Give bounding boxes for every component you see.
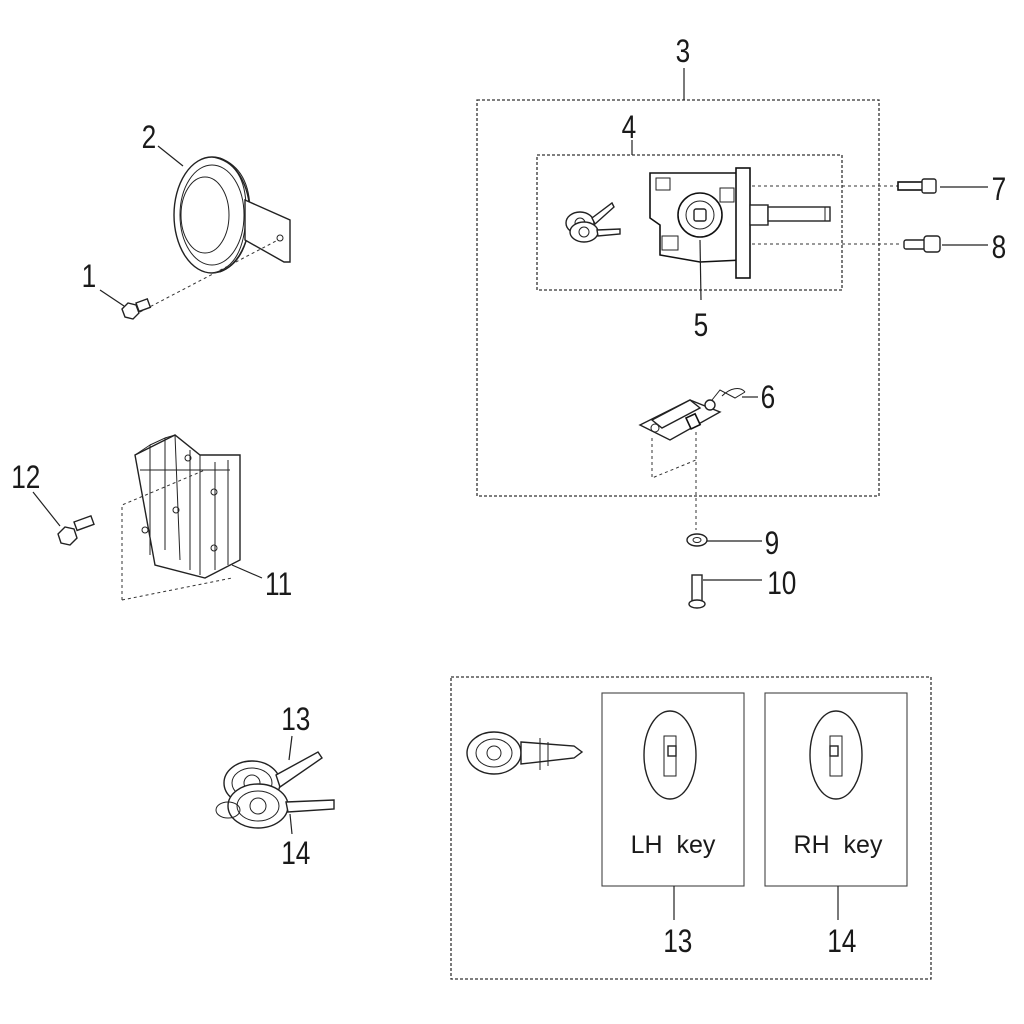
callout-5: 5 bbox=[694, 309, 709, 344]
leader-5 bbox=[699, 239, 702, 301]
horn-part bbox=[173, 156, 291, 274]
callout-3: 3 bbox=[676, 35, 691, 70]
assembly-box-4 bbox=[536, 154, 843, 291]
callout-10: 10 bbox=[767, 567, 796, 602]
bolt-12-part bbox=[57, 514, 95, 546]
callout-4: 4 bbox=[622, 111, 637, 146]
leader-11 bbox=[231, 564, 263, 579]
horn-bolt-dash bbox=[139, 239, 279, 313]
rh-key-profile-icon bbox=[809, 710, 863, 800]
leader-12 bbox=[32, 491, 61, 527]
lh-key-profile-icon bbox=[643, 710, 697, 800]
callout-6: 6 bbox=[761, 381, 776, 416]
callout-13a: 13 bbox=[281, 703, 310, 738]
key-profile-part bbox=[466, 731, 584, 775]
bolt-1-part bbox=[121, 297, 152, 320]
callout-9: 9 bbox=[765, 527, 780, 562]
rh-key-box bbox=[764, 692, 908, 887]
seat-latch-part bbox=[638, 388, 746, 441]
regulator-part bbox=[134, 434, 241, 579]
callout-7: 7 bbox=[992, 173, 1007, 208]
lh-key-box bbox=[601, 692, 745, 887]
screw-7-part bbox=[897, 178, 937, 194]
keyset-part bbox=[215, 751, 335, 829]
leader-2 bbox=[157, 145, 184, 167]
rh-key-label: RH key bbox=[794, 831, 883, 859]
key-id-box bbox=[450, 676, 932, 980]
lh-key-label: LH key bbox=[631, 831, 716, 859]
screw-8-part bbox=[903, 235, 941, 253]
callout-8: 8 bbox=[992, 231, 1007, 266]
leader-13a bbox=[288, 735, 293, 761]
callout-1: 1 bbox=[82, 260, 97, 295]
bolt-10-part bbox=[688, 574, 706, 609]
callout-11: 11 bbox=[265, 568, 292, 603]
leader-1 bbox=[99, 289, 125, 307]
regulator-dash bbox=[121, 469, 233, 601]
assembly-box-3 bbox=[476, 99, 880, 497]
washer-part bbox=[686, 533, 708, 547]
callout-14a: 14 bbox=[281, 837, 310, 872]
callout-14b: 14 bbox=[827, 925, 856, 960]
leader-14a bbox=[289, 813, 293, 835]
callout-13b: 13 bbox=[663, 925, 692, 960]
latch-dash bbox=[651, 432, 697, 530]
ignition-switch-part bbox=[649, 167, 831, 279]
callout-12: 12 bbox=[11, 461, 40, 496]
small-keys-part bbox=[565, 201, 621, 243]
callout-2: 2 bbox=[142, 121, 157, 156]
